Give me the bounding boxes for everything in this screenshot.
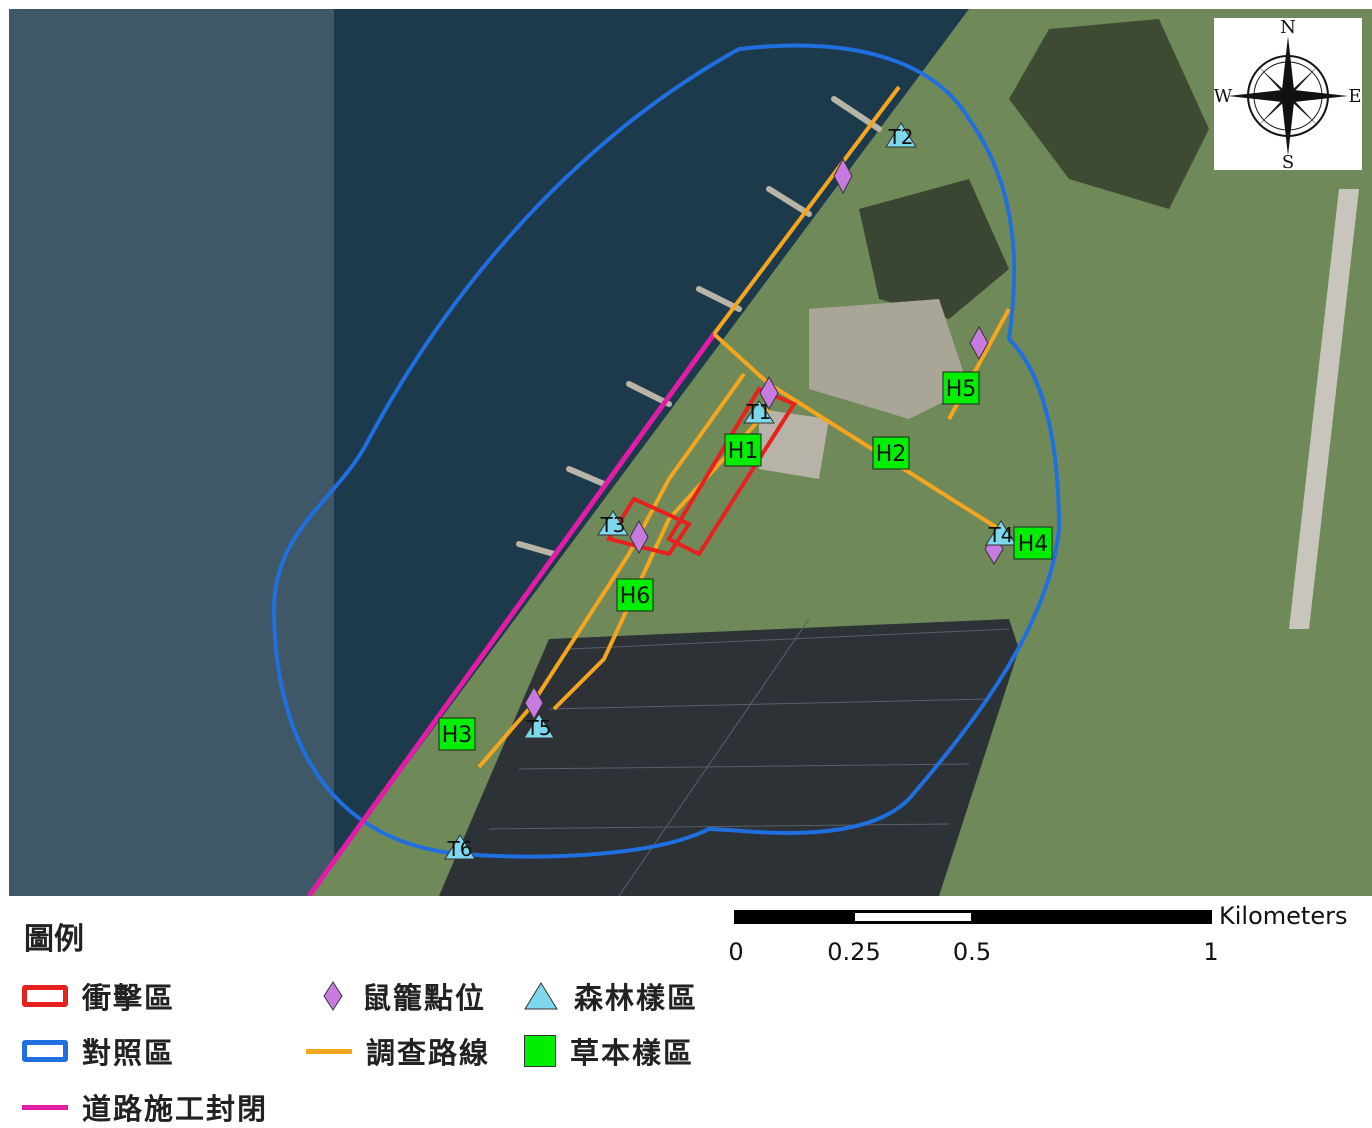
forest-plot-marker (597, 510, 629, 536)
diamond-icon (323, 981, 343, 1011)
legend-item-impact-zone: 衝擊區 (22, 975, 175, 1017)
legend-item-grass-plot: 草本樣區 (524, 1030, 694, 1072)
grass-plot-marker (724, 433, 762, 467)
legend-label: 調查路線 (366, 1036, 491, 1070)
control-zone-boundary (271, 43, 1062, 859)
compass-west-label: W (1214, 86, 1233, 107)
pond-area (439, 619, 1019, 896)
forest-plot-label: T3 (600, 513, 626, 537)
survey-route-symbol (306, 1048, 352, 1054)
legend-item-trap-point: 鼠籠點位 (318, 975, 486, 1017)
legend-item-survey-route: 調查路線 (306, 1030, 490, 1072)
trap-point-marker (629, 519, 649, 555)
grass-plots (438, 371, 1053, 751)
trap-point-marker (759, 375, 779, 411)
grass-plot-label: H3 (442, 723, 473, 748)
scale-tick: 0.25 (827, 938, 881, 966)
forest-plots (444, 122, 1017, 860)
forest-plot-marker (885, 122, 917, 148)
trap-point-marker (969, 325, 989, 361)
facility-area (809, 299, 969, 419)
forest-plot-marker (985, 520, 1017, 546)
facility-area (759, 409, 829, 479)
forest-plot-label: T4 (988, 523, 1014, 547)
road-closure-line (306, 332, 717, 896)
grass-plot-marker (1013, 526, 1053, 560)
grass-plot-label: H4 (1018, 532, 1049, 557)
legend-item-forest-plot: 森林樣區 (522, 975, 698, 1017)
grass-plot-label: H2 (876, 442, 907, 467)
scale-bar: Kilometers 0 0.25 0.5 1 (728, 902, 1353, 978)
grass-plot-label: H1 (728, 439, 759, 464)
trap-point-marker (524, 685, 544, 721)
compass-north-label: N (1280, 18, 1296, 38)
legend-label: 對照區 (82, 1036, 176, 1070)
compass-rose: N S E W (1214, 17, 1362, 173)
impact-zone-symbol (22, 985, 68, 1007)
forest-plot-label: T6 (447, 837, 473, 861)
scale-tick: 0 (728, 938, 744, 966)
green-square-icon (524, 1035, 556, 1067)
map-canvas: T2 T1 T3 T4 T5 T6 H1 H2 H3 H4 H5 H6 (9, 9, 1372, 896)
forest-plot-marker (743, 400, 775, 424)
legend-label: 森林樣區 (574, 981, 699, 1015)
forest-plot-marker (444, 834, 476, 860)
forest-plot-label: T5 (526, 716, 552, 740)
grass-plot-label: H6 (620, 584, 651, 609)
legend-label: 衝擊區 (82, 981, 176, 1015)
grass-plot-marker (616, 578, 654, 612)
forest-plot-label: T1 (746, 400, 772, 424)
pond-lines (488, 618, 1010, 896)
legend-item-road-closure: 道路施工封閉 (22, 1086, 268, 1128)
grass-plot-marker (872, 436, 910, 470)
control-zone-symbol (22, 1040, 68, 1062)
grass-plot-label: H5 (946, 377, 977, 402)
scale-unit: Kilometers (1219, 902, 1348, 930)
scale-tick: 1 (1203, 938, 1219, 966)
grass-plot-marker (942, 371, 980, 405)
forest-plot-label: T2 (888, 125, 914, 149)
legend-label: 鼠籠點位 (362, 981, 487, 1015)
legend-label: 草本樣區 (570, 1036, 695, 1070)
legend-item-control-zone: 對照區 (22, 1030, 175, 1072)
wetland-patch (1009, 19, 1209, 209)
wetland-patch (859, 179, 1009, 319)
compass-east-label: E (1348, 86, 1361, 107)
satellite-map: T2 T1 T3 T4 T5 T6 H1 H2 H3 H4 H5 H6 (9, 9, 1372, 896)
road-closure-symbol (22, 1104, 68, 1110)
grass-plot-marker (438, 717, 476, 751)
scale-tick: 0.5 (952, 938, 992, 966)
highway (1289, 189, 1359, 629)
trap-point-marker (833, 157, 853, 195)
scale-bar-graphic (734, 910, 1212, 924)
compass-icon: N S E W (1214, 17, 1362, 173)
trap-points (524, 157, 1004, 721)
legend-label: 道路施工封閉 (82, 1092, 269, 1126)
legend-title: 圖例 (24, 922, 84, 957)
forest-plot-marker (523, 713, 555, 739)
triangle-icon (524, 982, 558, 1010)
compass-south-label: S (1282, 152, 1294, 170)
